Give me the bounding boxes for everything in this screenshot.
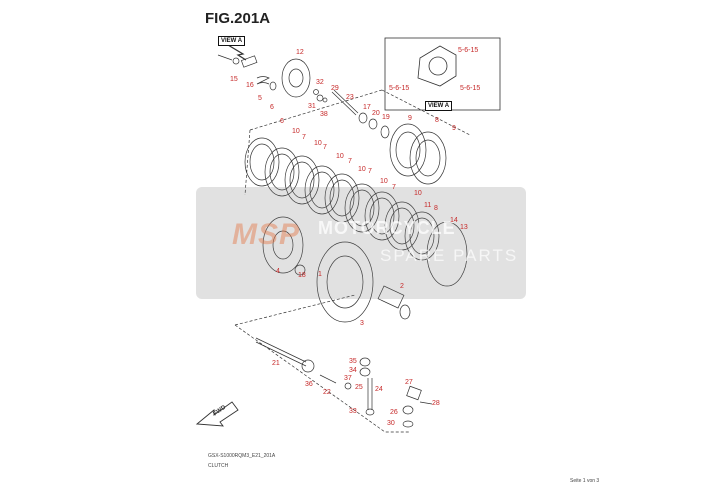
part-name: CLUTCH xyxy=(208,463,229,469)
callout: 5 xyxy=(258,95,262,102)
inset-callout: 5-6-15 xyxy=(460,85,481,92)
inset-callout: 5-6-15 xyxy=(458,47,479,54)
callout: 15 xyxy=(230,76,238,83)
callout: 28 xyxy=(432,400,440,407)
callout: 38 xyxy=(320,111,328,118)
callout: 7 xyxy=(392,184,396,191)
callout: 20 xyxy=(372,110,380,117)
callout: 6 xyxy=(270,104,274,111)
callout: 10 xyxy=(314,140,322,147)
callout: 33 xyxy=(349,408,357,415)
callout: 9 xyxy=(408,115,412,122)
view-a-label-topleft: VIEW A xyxy=(218,36,246,46)
callout: 3 xyxy=(360,320,364,327)
callout: 10 xyxy=(336,153,344,160)
callout: 29 xyxy=(331,85,339,92)
callout: 21 xyxy=(272,360,280,367)
callout: 36 xyxy=(305,381,313,388)
clutch-hub xyxy=(262,216,304,274)
callout: 13 xyxy=(460,224,468,231)
view-a-label-inset: VIEW A xyxy=(425,101,453,111)
callout: 32 xyxy=(316,79,324,86)
fwd-arrow xyxy=(195,401,239,427)
callout: 10 xyxy=(414,190,422,197)
callout: 10 xyxy=(358,166,366,173)
callout: 16 xyxy=(246,82,254,89)
view-a-arrow xyxy=(227,44,247,61)
model-code: GSX-S1000RQM3_E21_201A xyxy=(208,453,276,459)
callout: 26 xyxy=(390,409,398,416)
callout: 14 xyxy=(450,217,458,224)
callout: 7 xyxy=(323,144,327,151)
callout: 8 xyxy=(434,205,438,212)
watermark-logo: MSP xyxy=(232,218,301,251)
watermark-line1: MOTORCYCLE xyxy=(318,218,456,238)
callout: 24 xyxy=(375,386,383,393)
callout: 7 xyxy=(348,158,352,165)
callout: 1 xyxy=(318,271,322,278)
callout: 9 xyxy=(452,125,456,132)
figure-title: FIG.201A xyxy=(205,10,271,27)
clutch-plate-stack xyxy=(244,137,468,287)
callout: 25 xyxy=(355,384,363,391)
callout: 10 xyxy=(292,128,300,135)
callout: 23 xyxy=(346,94,354,101)
callout: 12 xyxy=(296,49,304,56)
callout: 7 xyxy=(368,168,372,175)
guide-frame xyxy=(244,89,471,196)
watermark-panel xyxy=(196,187,526,299)
callout: 35 xyxy=(349,358,357,365)
callout: 4 xyxy=(276,268,280,275)
callout: 34 xyxy=(349,367,357,374)
callout: 31 xyxy=(308,103,316,110)
inset-callout: 5-6-15 xyxy=(389,85,410,92)
callout: 27 xyxy=(405,379,413,386)
pressure-plate xyxy=(281,58,311,98)
callout: 10 xyxy=(380,178,388,185)
friction-plates-right xyxy=(389,123,447,185)
callout: 18 xyxy=(298,272,306,279)
callout: 8 xyxy=(435,117,439,124)
inset-cover xyxy=(417,45,457,87)
clutch-housing xyxy=(316,241,374,323)
callout: 19 xyxy=(382,114,390,121)
callout: 37 xyxy=(344,375,352,382)
page-indicator: Seite 1 von 3 xyxy=(570,478,600,484)
callout: 17 xyxy=(363,104,371,111)
callout: 6 xyxy=(280,118,284,125)
callout: 30 xyxy=(387,420,395,427)
callout: 11 xyxy=(424,202,432,209)
callout: 7 xyxy=(302,134,306,141)
callout: 2 xyxy=(400,283,404,290)
lower-guide-frame xyxy=(234,294,410,433)
watermark-line2: SPARE PARTS xyxy=(380,246,519,265)
callout: 22 xyxy=(323,389,331,396)
